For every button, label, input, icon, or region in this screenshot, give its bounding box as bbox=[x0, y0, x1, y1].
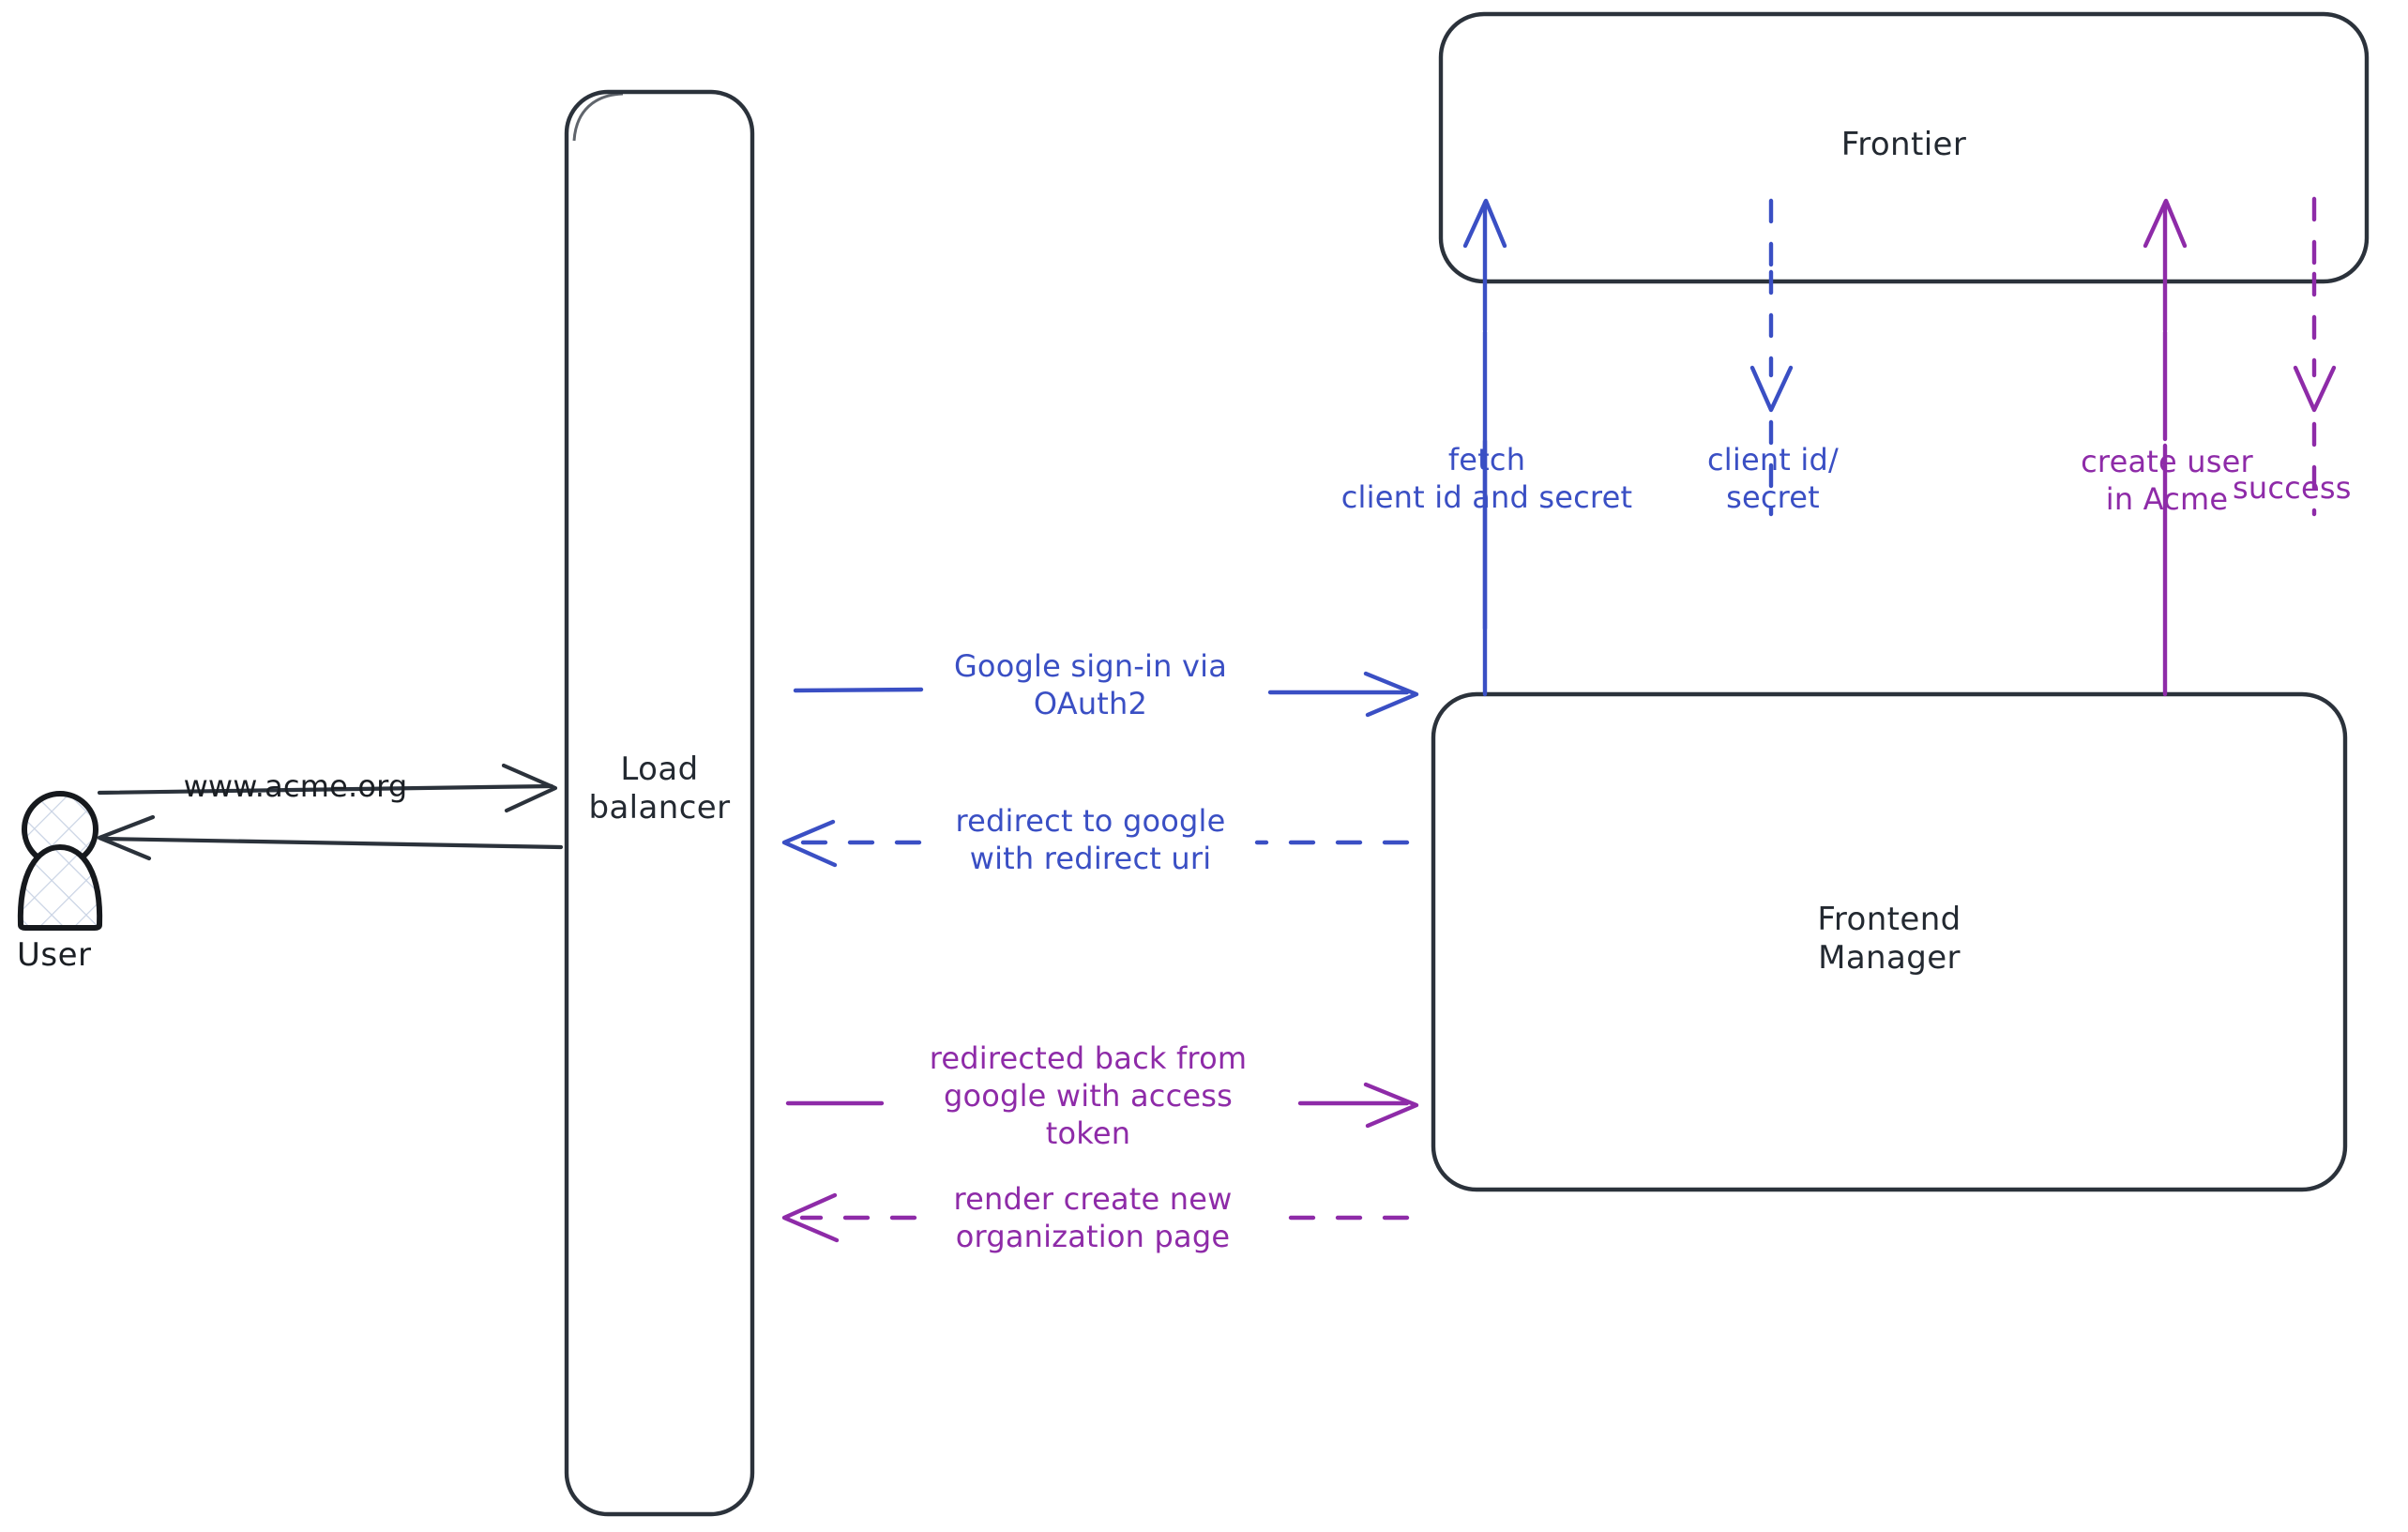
node-load-balancer[interactable] bbox=[564, 89, 755, 1517]
arrowhead-down bbox=[2293, 365, 2337, 413]
edge-fetch-client-id-and-secret[interactable] bbox=[1462, 198, 1507, 697]
node-frontend-manager[interactable] bbox=[1431, 691, 2348, 1192]
edge-label-create-user-in-acme: create user in Acme bbox=[2081, 444, 2253, 517]
edge-label-client-id-secret: client id/ secret bbox=[1706, 442, 1840, 515]
node-frontier[interactable] bbox=[1438, 11, 2370, 284]
node-label-user: User bbox=[17, 936, 92, 974]
user-body-icon bbox=[17, 844, 103, 931]
edge-label-user-to-lb: www.acme.org bbox=[183, 768, 408, 804]
edge-user-to-lb[interactable] bbox=[97, 763, 558, 813]
arrowhead-left bbox=[781, 819, 838, 868]
edge-redirect-to-google[interactable] bbox=[781, 819, 1410, 868]
edge-label-google-signin-oauth2: Google sign-in via OAuth2 bbox=[953, 648, 1228, 721]
arrowhead-up bbox=[1462, 198, 1507, 249]
arrowhead-left bbox=[97, 814, 156, 861]
arrowhead-right bbox=[1363, 671, 1419, 718]
edge-label-fetch-client-id-and-secret: fetch client id and secret bbox=[1340, 442, 1633, 515]
edge-label-success: success bbox=[2233, 470, 2352, 506]
edge-create-user-in-acme[interactable] bbox=[2143, 198, 2188, 697]
edge-client-id-secret[interactable] bbox=[1749, 198, 1794, 517]
edge-label-render-create-new-organization: render create new organization page bbox=[953, 1181, 1233, 1254]
arrowhead-left bbox=[781, 1192, 840, 1243]
arrowhead-down bbox=[1749, 365, 1794, 413]
edge-render-create-new-organization[interactable] bbox=[781, 1192, 1410, 1243]
edge-success[interactable] bbox=[2293, 196, 2337, 517]
edge-label-redirected-back-with-token: redirected back from google with access … bbox=[929, 1040, 1248, 1151]
edge-lb-to-user[interactable] bbox=[97, 814, 564, 861]
edge-label-redirect-to-google: redirect to google with redirect uri bbox=[955, 803, 1226, 876]
edge-redirected-back-with-token[interactable] bbox=[785, 1082, 1419, 1129]
node-user[interactable] bbox=[17, 791, 103, 931]
arrowhead-up bbox=[2143, 198, 2188, 249]
arrowhead-right bbox=[501, 763, 558, 813]
edge-google-signin-oauth2[interactable] bbox=[793, 671, 1419, 718]
arrowhead-right bbox=[1363, 1082, 1419, 1129]
